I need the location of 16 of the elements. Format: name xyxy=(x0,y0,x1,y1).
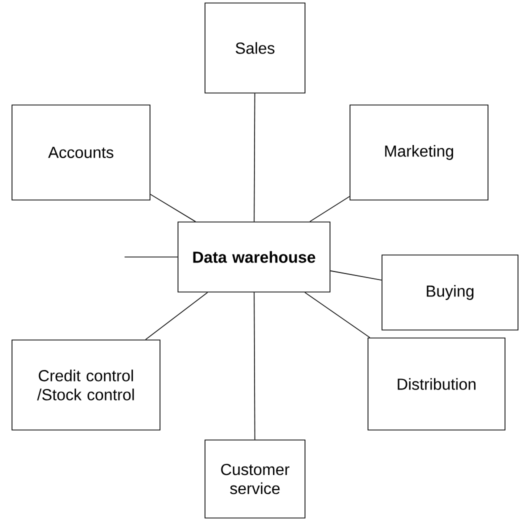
connector-line xyxy=(254,93,256,222)
box: Customer service xyxy=(204,440,306,518)
box: Data warehouse xyxy=(178,222,330,292)
connector-line xyxy=(254,292,256,440)
connector-line xyxy=(304,292,370,338)
box: Sales xyxy=(204,2,306,94)
connector-line xyxy=(145,292,208,340)
connector-line xyxy=(309,196,350,222)
box: Buying xyxy=(382,254,518,330)
box: Accounts xyxy=(12,104,150,200)
connector-line xyxy=(124,256,178,258)
box: Credit control /Stock control xyxy=(12,340,160,430)
connector-line xyxy=(150,194,196,222)
box: Distribution xyxy=(368,338,506,430)
connector-line xyxy=(330,270,382,281)
box: Marketing xyxy=(350,104,488,200)
